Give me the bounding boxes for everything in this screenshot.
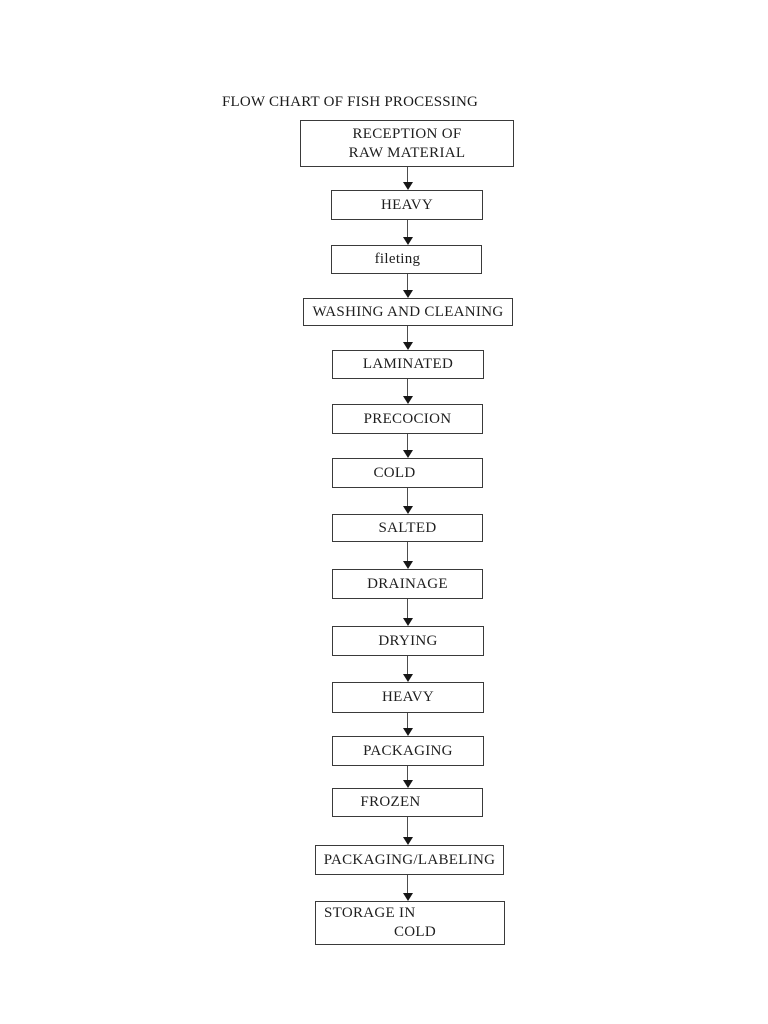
flow-step-heavy-2: HEAVY <box>332 682 484 713</box>
arrow-down-icon <box>402 237 413 245</box>
connector-line <box>407 434 408 452</box>
flow-connector <box>402 875 413 901</box>
flow-connector <box>402 542 413 569</box>
flow-connector <box>402 599 413 626</box>
flow-step-reception-of-raw-material: RECEPTION OF RAW MATERIAL <box>300 120 514 167</box>
flow-connector <box>402 656 413 682</box>
connector-line <box>407 167 408 184</box>
step-label: RECEPTION OF <box>352 125 462 142</box>
flow-connector <box>402 379 413 404</box>
connector-line <box>407 379 408 398</box>
connector-line <box>407 542 408 563</box>
flow-step-drying: DRYING <box>332 626 484 656</box>
flow-connector <box>402 326 413 350</box>
flow-connector <box>402 713 413 736</box>
flow-connector <box>402 220 413 245</box>
page-title: FLOW CHART OF FISH PROCESSING <box>222 94 479 110</box>
step-label: SALTED <box>378 519 437 536</box>
step-label: HEAVY <box>380 196 434 213</box>
step-label: FROZEN <box>360 794 421 810</box>
step-label: HEAVY <box>381 689 435 705</box>
connector-line <box>407 875 408 895</box>
flow-connector <box>402 167 413 190</box>
arrow-down-icon <box>402 506 413 514</box>
arrow-down-icon <box>402 396 413 404</box>
arrow-down-icon <box>402 450 413 458</box>
step-label: PACKAGING <box>363 742 453 759</box>
flow-step-salted: SALTED <box>332 514 483 542</box>
flow-connector <box>402 434 413 458</box>
flow-connector <box>402 488 413 514</box>
arrow-down-icon <box>402 618 413 626</box>
step-label: COLD <box>373 464 416 481</box>
arrow-down-icon <box>402 674 413 682</box>
arrow-down-icon <box>402 728 413 736</box>
arrow-down-icon <box>402 182 413 190</box>
connector-line <box>407 326 408 344</box>
arrow-down-icon <box>402 290 413 298</box>
arrow-down-icon <box>402 561 413 569</box>
flow-step-cold: COLD <box>332 458 483 488</box>
connector-line <box>407 599 408 620</box>
flow-step-precocion: PRECOCION <box>332 404 483 434</box>
arrow-down-icon <box>402 837 413 845</box>
connector-line <box>407 488 408 508</box>
connector-line <box>407 274 408 292</box>
step-label: RAW MATERIAL <box>348 144 466 161</box>
step-label: LAMINATED <box>362 356 454 372</box>
connector-line <box>407 817 408 839</box>
flow-connector <box>402 766 413 788</box>
connector-line <box>407 220 408 239</box>
flow-connector <box>402 274 413 298</box>
step-label: fileting <box>374 251 421 267</box>
step-label: STORAGE IN <box>324 905 416 921</box>
step-label: WASHING AND CLEANING <box>312 303 504 320</box>
flow-step-laminated: LAMINATED <box>332 350 484 379</box>
step-label: DRAINAGE <box>367 575 448 592</box>
step-label: PACKAGING/LABELING <box>323 851 496 868</box>
connector-line <box>407 713 408 730</box>
flow-step-washing-and-cleaning: WASHING AND CLEANING <box>303 298 513 326</box>
arrow-down-icon <box>402 780 413 788</box>
step-label: PRECOCION <box>363 410 452 427</box>
arrow-down-icon <box>402 893 413 901</box>
step-label: DRYING <box>378 632 438 649</box>
flow-step-storage-in-cold: STORAGE IN COLD <box>315 901 505 945</box>
flow-step-fileting: fileting <box>331 245 482 274</box>
connector-line <box>407 656 408 676</box>
arrow-down-icon <box>402 342 413 350</box>
flow-step-heavy-1: HEAVY <box>331 190 483 220</box>
flow-step-packaging-labeling: PACKAGING/LABELING <box>315 845 504 875</box>
step-label: COLD <box>394 924 437 940</box>
connector-line <box>407 766 408 782</box>
flow-connector <box>402 817 413 845</box>
flow-step-drainage: DRAINAGE <box>332 569 483 599</box>
flow-step-frozen: FROZEN <box>332 788 483 817</box>
flow-step-packaging: PACKAGING <box>332 736 484 766</box>
